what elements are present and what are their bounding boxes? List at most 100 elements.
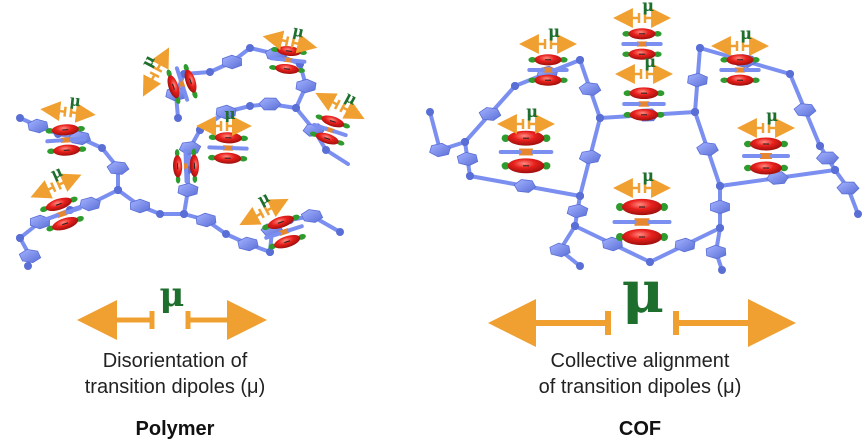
linker-node <box>180 210 188 218</box>
dipole-terminal <box>239 155 248 162</box>
linker-hexagon-icon <box>710 199 730 215</box>
dipole-pair <box>719 54 761 86</box>
linker-hexagon-icon <box>578 149 602 165</box>
linker-node <box>596 114 604 122</box>
dipole-terminal <box>616 232 624 242</box>
dipole-terminal <box>623 111 632 118</box>
dipole-pair <box>262 214 306 250</box>
dipole-minus <box>284 240 291 244</box>
dipole-minus <box>189 78 192 85</box>
linker-hexagon-icon <box>696 142 719 156</box>
linker-hexagon-icon <box>578 82 602 96</box>
dipole-terminal <box>208 154 217 161</box>
linker-hexagon-icon <box>295 78 317 94</box>
polymer-mu-symbol: μ <box>160 275 185 315</box>
linker-hexagon-icon <box>549 242 571 258</box>
linker-hexagon-icon <box>836 181 860 195</box>
dipole-terminal <box>660 232 668 242</box>
dipole-terminal <box>616 202 624 212</box>
cof-summary-arrow: μ <box>488 258 796 347</box>
linker-bond <box>42 213 60 222</box>
cof-caption-line-2: of transition dipoles (μ) <box>538 376 742 398</box>
linker-node <box>716 224 724 232</box>
dipole-icon <box>744 161 788 175</box>
linker-hexagon-icon <box>513 179 537 193</box>
dipole-arrow-icon: μ <box>612 166 672 198</box>
dipole-bridge <box>222 145 234 151</box>
dipole-arrow-icon: μ <box>614 52 674 84</box>
arrow-tick <box>69 107 73 118</box>
arrow-right <box>266 198 289 218</box>
dipole-terminal <box>528 57 537 63</box>
linker-bond <box>45 138 63 144</box>
dipole-pair <box>527 54 569 86</box>
polymer-summary-arrow: μ <box>77 275 267 340</box>
arrow-right <box>58 173 82 192</box>
dipole-arrow-icon: μ <box>262 22 318 54</box>
linker-bond <box>64 206 82 215</box>
dipole-icon <box>208 152 248 164</box>
dipole-icon <box>262 214 300 231</box>
linker-hexagon-icon <box>766 171 789 185</box>
dipole-terminal <box>623 90 632 97</box>
linker-bond <box>264 231 282 240</box>
dipole-minus <box>277 220 284 224</box>
dipole-pair <box>45 124 87 156</box>
linker-node <box>222 230 230 238</box>
mu-label: μ <box>224 105 235 123</box>
linker-hexagon-icon <box>815 151 840 165</box>
mu-label: μ <box>254 188 272 209</box>
dipole-pair <box>621 28 663 60</box>
dipole-terminal <box>78 146 87 152</box>
linker-hexagon-icon <box>674 237 696 253</box>
dipole-terminal <box>174 149 180 158</box>
linker-node <box>716 182 724 190</box>
dipole-pair <box>742 137 790 175</box>
dipole-arrow-icon: μ <box>315 88 365 120</box>
arrow-left <box>30 180 54 199</box>
linker-node <box>114 186 122 194</box>
arrow-tick <box>257 208 265 219</box>
dipole-terminal <box>751 77 760 83</box>
linker-hexagon-icon <box>195 212 217 228</box>
arrow-right <box>292 33 318 54</box>
cof-caption: Collective alignment of transition dipol… <box>500 348 780 400</box>
mu-label: μ <box>69 91 82 110</box>
arrow-tick <box>55 179 62 190</box>
dipole-pair <box>622 87 666 121</box>
linker-hexagon-icon <box>129 198 151 214</box>
dipole-bridge <box>638 101 650 107</box>
linker-node <box>576 56 584 64</box>
dipole-terminal <box>239 135 248 142</box>
dipole-pair <box>612 198 672 246</box>
arrow-tick <box>263 205 271 216</box>
linker-node <box>336 228 344 236</box>
linker-bond <box>324 148 350 166</box>
arrow-tick <box>290 37 296 48</box>
dipole-icon <box>616 198 668 216</box>
linker-bond <box>174 66 183 82</box>
dipole-terminal <box>269 65 278 70</box>
linker-node <box>24 262 32 270</box>
dipole-icon <box>269 63 305 74</box>
cof-mu-symbol: μ <box>622 258 664 326</box>
arrow-tick <box>63 106 67 117</box>
dipole-bridge <box>60 137 72 143</box>
linker-hexagon-icon <box>258 97 282 111</box>
dipole-terminal <box>192 174 198 183</box>
linker-node <box>646 258 654 266</box>
linker-bond <box>312 122 328 131</box>
linker-hexagon-icon <box>687 72 708 88</box>
dipole-icon <box>310 131 345 146</box>
dipole-bridge <box>636 41 648 47</box>
dipole-terminal <box>744 164 752 172</box>
dipole-icon <box>720 54 760 66</box>
linker-bond <box>286 224 304 233</box>
dipole-terminal <box>542 134 551 142</box>
dipole-icon <box>623 108 665 121</box>
linker-node <box>466 172 474 180</box>
dipole-terminal <box>780 140 788 148</box>
dipole-icon <box>744 137 788 151</box>
dipole-terminal <box>622 51 631 57</box>
dipole-terminal <box>653 31 662 37</box>
